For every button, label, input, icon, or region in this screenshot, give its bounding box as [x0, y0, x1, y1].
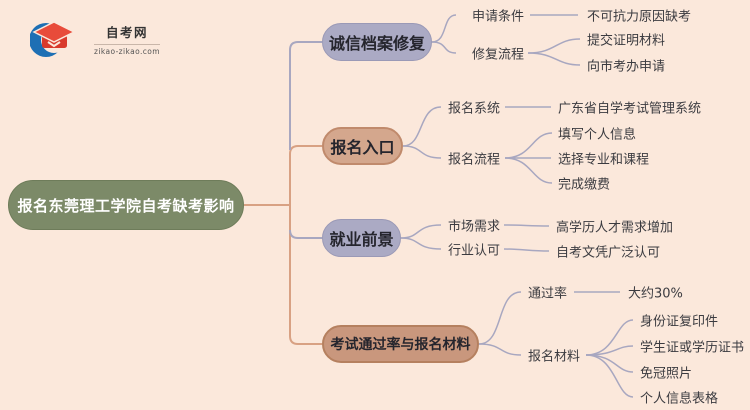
- sub-node-industry-recognition: 行业认可: [448, 243, 501, 259]
- branch-node-credit-repair: 诚信档案修复: [322, 23, 432, 61]
- sub-node-registration-process: 报名流程: [448, 152, 501, 168]
- sub-node-repair-process: 修复流程: [472, 47, 525, 63]
- leaf-guangdong-exam-system: 广东省自学考试管理系统: [558, 101, 702, 117]
- graduation-cap-icon: [30, 21, 76, 57]
- leaf-choose-major-courses: 选择专业和课程: [558, 152, 650, 168]
- site-logo: 自考网 zikao-zikao.com: [28, 15, 160, 65]
- connector-paths: [244, 14, 634, 398]
- sub-node-application-conditions: 申请条件: [472, 9, 525, 25]
- leaf-diploma-widely-accepted: 自考文凭广泛认可: [556, 245, 661, 261]
- leaf-student-id-or-diploma: 学生证或学历证书: [640, 340, 745, 356]
- site-url: zikao-zikao.com: [94, 47, 160, 56]
- branch-node-employment-prospects: 就业前景: [322, 219, 401, 257]
- leaf-demand-for-educated: 高学历人才需求增加: [556, 220, 674, 236]
- branch-node-pass-rate-materials: 考试通过率与报名材料: [322, 325, 479, 363]
- sub-node-registration-system: 报名系统: [448, 101, 501, 117]
- sub-node-pass-rate: 通过率: [528, 286, 568, 302]
- leaf-about-30-percent: 大约30%: [628, 286, 683, 302]
- leaf-apply-city-exam-office: 向市考办申请: [587, 59, 666, 75]
- leaf-submit-proof-materials: 提交证明材料: [587, 33, 666, 49]
- leaf-personal-info-form: 个人信息表格: [640, 391, 719, 407]
- sub-node-registration-materials: 报名材料: [528, 349, 581, 365]
- leaf-fill-personal-info: 填写个人信息: [558, 127, 637, 143]
- leaf-bareheaded-photo: 免冠照片: [640, 366, 693, 382]
- branch-node-registration-entrance: 报名入口: [322, 127, 403, 165]
- sub-node-market-demand: 市场需求: [448, 219, 501, 235]
- site-name: 自考网: [94, 22, 160, 45]
- leaf-id-card-copy: 身份证复印件: [640, 314, 719, 330]
- root-node: 报名东莞理工学院自考缺考影响: [8, 180, 244, 230]
- leaf-force-majeure-absence: 不可抗力原因缺考: [587, 9, 692, 25]
- leaf-complete-payment: 完成缴费: [558, 177, 611, 193]
